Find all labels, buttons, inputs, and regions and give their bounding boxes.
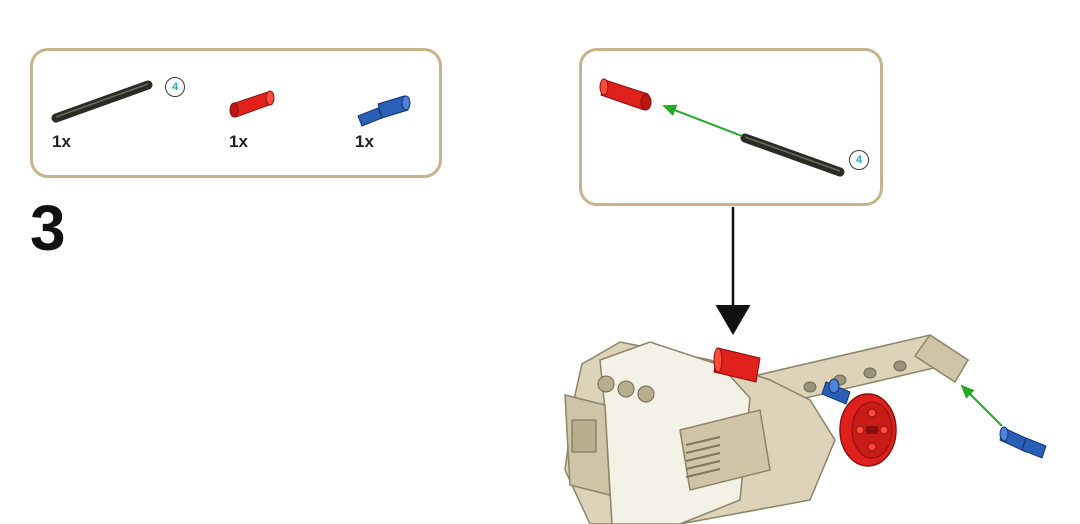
- axle-length-badge: 4: [165, 77, 185, 97]
- axle-connector-part: [229, 90, 275, 118]
- pin-quantity: 1x: [355, 132, 374, 151]
- sub-assembly-panel: [579, 48, 883, 206]
- loose-axle-pin: [999, 426, 1047, 459]
- sub-assembly-axle: [740, 133, 845, 177]
- step-number: 3: [30, 192, 66, 264]
- axle-part: [51, 80, 153, 123]
- connector-quantity: 1x: [229, 132, 248, 151]
- insert-arrow-green: [662, 104, 743, 137]
- sub-assembly-length-badge: 4: [849, 150, 869, 170]
- axle-pin-part: [357, 95, 411, 127]
- pin-arrow-green: [960, 384, 1003, 427]
- motor-assembly: [564, 333, 970, 524]
- axle-quantity: 1x: [52, 132, 71, 151]
- sub-assembly-connector: [599, 78, 652, 111]
